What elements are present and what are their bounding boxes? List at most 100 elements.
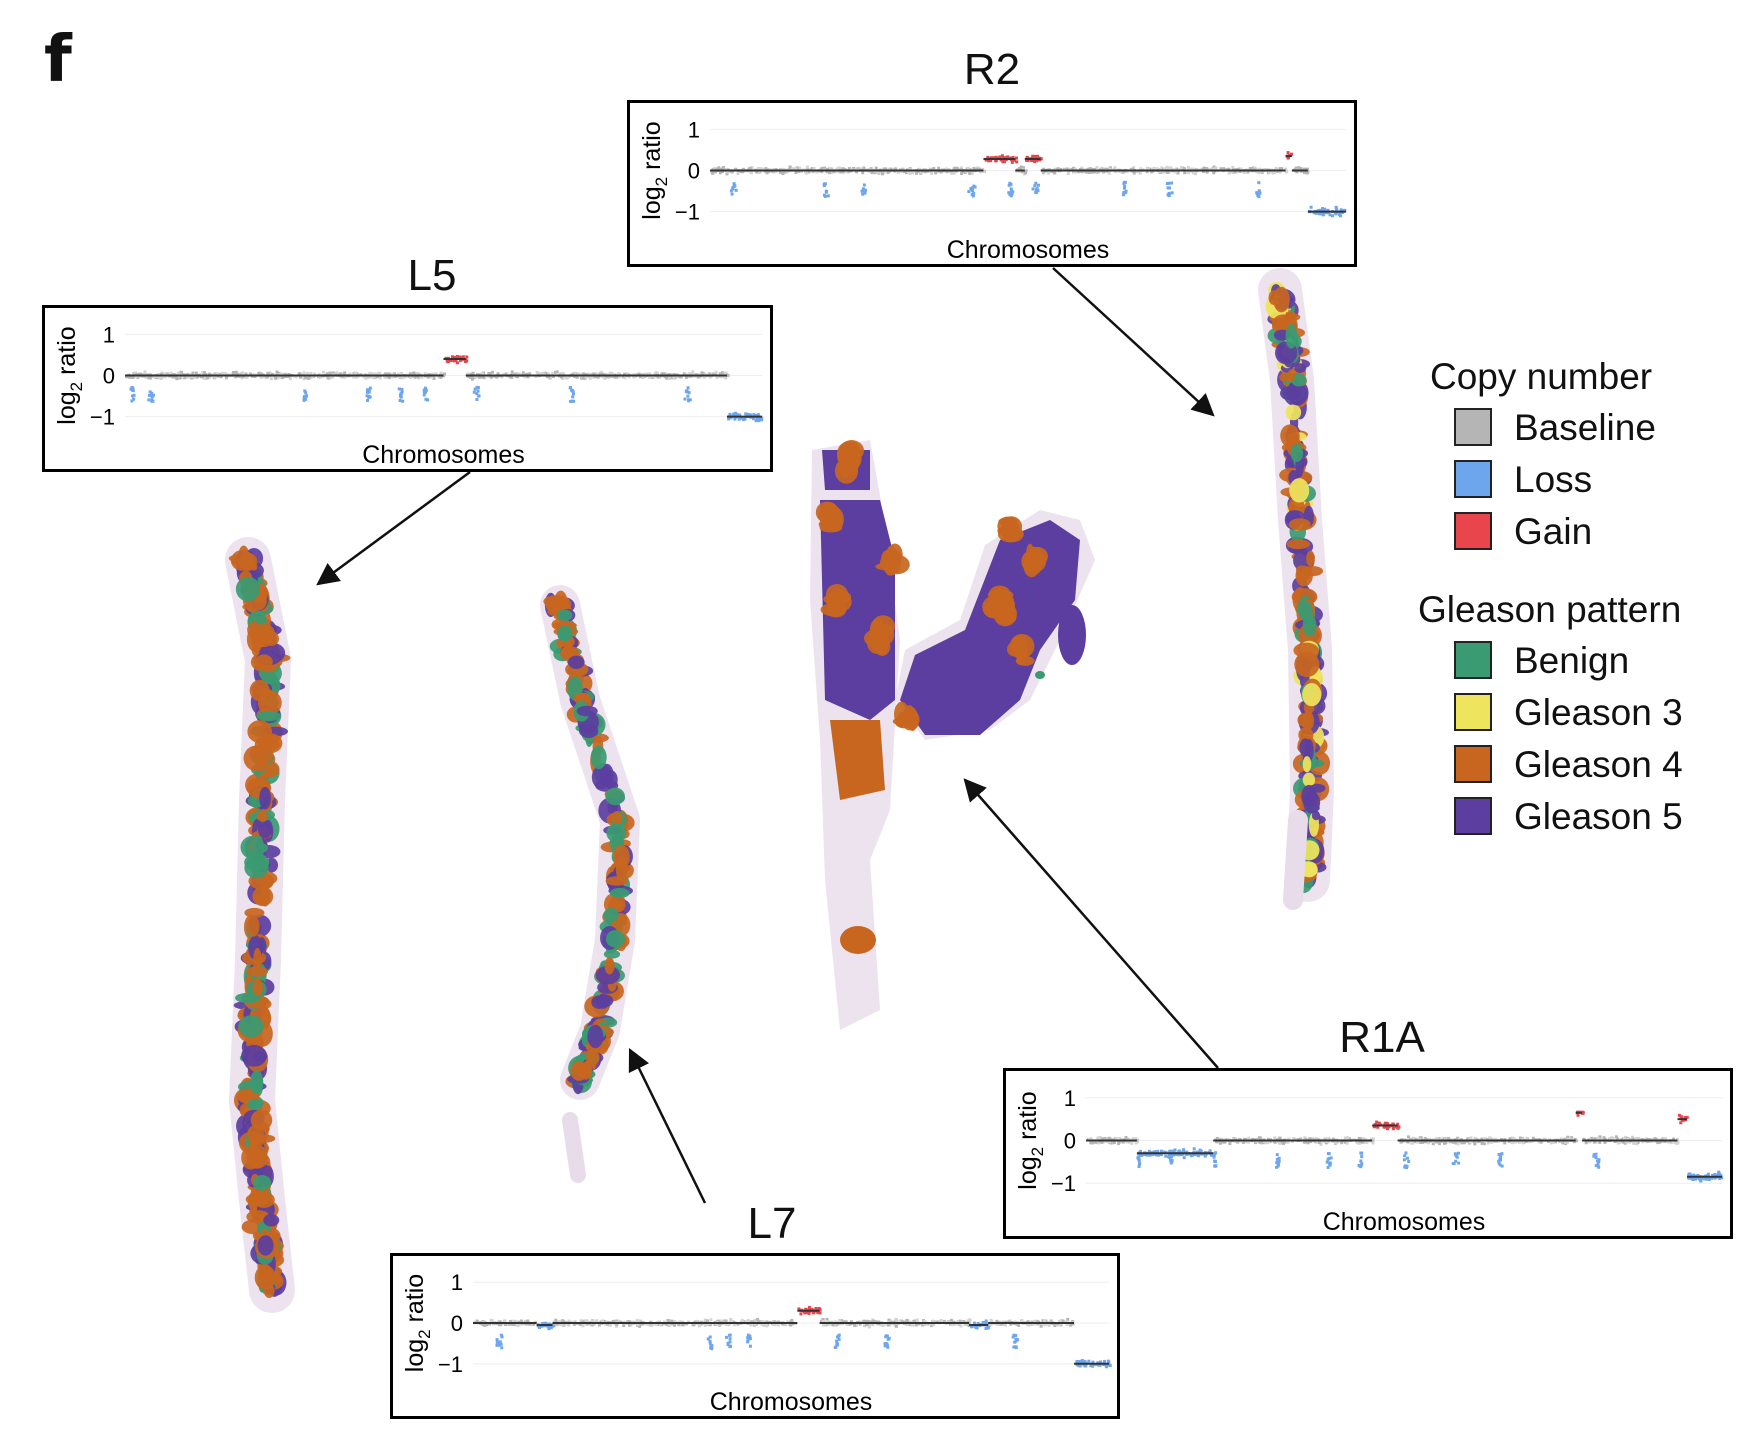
cn-point [1473, 1142, 1477, 1146]
cn-loss-point [1014, 1346, 1018, 1349]
cn-point [950, 170, 954, 174]
cn-point [1164, 1154, 1168, 1158]
cn-point [799, 1312, 803, 1316]
cn-point [261, 375, 265, 379]
tissue-blob [613, 844, 630, 870]
cn-point [1192, 171, 1196, 175]
cn-point [1244, 1140, 1248, 1144]
y-axis-label: log2 ratio [1014, 1091, 1047, 1189]
cn-point [949, 1318, 953, 1322]
cn-loss-point [147, 393, 151, 397]
cn-point [1088, 1137, 1092, 1141]
cn-point [461, 355, 465, 359]
cn-point [1616, 1141, 1620, 1145]
cn-point [401, 375, 405, 379]
cn-point [745, 412, 749, 416]
tissue-blob [871, 625, 885, 639]
cn-point [1256, 170, 1260, 174]
cn-point [736, 172, 740, 176]
cn-point [713, 170, 717, 174]
cn-point [1266, 1137, 1270, 1141]
cn-point [805, 165, 809, 169]
cn-loss-point [728, 1333, 732, 1337]
cn-point [1702, 1177, 1706, 1181]
cn-point [1027, 1323, 1031, 1327]
cn-point [968, 172, 972, 176]
cn-point [1258, 1140, 1262, 1144]
cn-point [1493, 1137, 1497, 1141]
cn-point [248, 372, 252, 376]
cn-point [1582, 1137, 1586, 1141]
cn-point [412, 372, 416, 376]
cn-point [826, 1320, 830, 1324]
cn-point [220, 371, 224, 375]
cn-loss-point [424, 388, 428, 392]
cn-point [970, 170, 974, 174]
cn-point [1391, 1127, 1395, 1131]
cn-point [1003, 1323, 1007, 1327]
cn-point [1080, 1359, 1084, 1363]
cn-loss-point [1122, 180, 1126, 184]
cn-point [572, 1322, 576, 1326]
cn-point [1277, 1141, 1281, 1145]
cn-point [475, 1320, 479, 1324]
cn-point [1036, 156, 1040, 160]
tissue-blob [257, 821, 273, 839]
cn-point [1065, 1323, 1069, 1327]
cn-point [128, 375, 132, 379]
cn-point [1406, 1140, 1410, 1144]
cn-loss-point [746, 1333, 750, 1337]
cn-point [343, 371, 347, 375]
cn-point [390, 372, 394, 376]
cn-point [259, 375, 263, 379]
cn-loss-point [500, 1346, 504, 1350]
cn-point [1145, 170, 1149, 174]
tissue-blob [244, 907, 265, 918]
cn-loss-point [833, 1345, 837, 1349]
cn-loss-point [130, 399, 134, 403]
cn-point [1361, 1140, 1365, 1144]
cn-point [488, 371, 492, 375]
cn-point [1286, 151, 1290, 155]
cn-point [244, 372, 248, 376]
cn-point [1152, 166, 1156, 170]
cn-point [1454, 1141, 1458, 1145]
cn-point [950, 171, 954, 175]
tissue-fragment [1283, 810, 1308, 910]
cn-point [984, 1319, 988, 1323]
cn-point [1618, 1140, 1622, 1144]
cn-point [1082, 1363, 1086, 1367]
cn-loss-point [883, 1344, 887, 1348]
cn-point [794, 167, 798, 171]
tissue-blob [990, 591, 1014, 610]
cn-point [1343, 1140, 1347, 1144]
cn-point [1457, 1137, 1461, 1141]
cn-point [603, 376, 607, 380]
cn-point [1125, 1140, 1129, 1144]
cn-point [1084, 1364, 1088, 1368]
cn-point [734, 411, 738, 415]
tissue-blob [573, 692, 591, 705]
cn-point [1131, 1137, 1135, 1141]
cn-loss-point [837, 1337, 841, 1341]
cn-point [125, 375, 129, 379]
cn-point [1634, 1136, 1638, 1140]
cn-point [753, 1322, 757, 1326]
cn-point [819, 1319, 823, 1323]
cn-point [1032, 156, 1036, 160]
cn-point [280, 376, 284, 380]
cn-loss-point [728, 1340, 732, 1344]
cn-loss-point [1031, 187, 1035, 191]
y-tick-label: −1 [438, 1352, 463, 1377]
cn-point [1339, 214, 1343, 218]
tissue-blob [586, 1049, 600, 1066]
cn-point [1169, 166, 1173, 170]
cn-point [757, 170, 761, 174]
tissue-blob [545, 595, 572, 614]
tissue-region-g5 [1058, 605, 1086, 665]
cn-point [1589, 1136, 1593, 1140]
cn-point [982, 1322, 986, 1326]
cn-point [1096, 1136, 1100, 1140]
cn-point [960, 172, 964, 176]
cn-loss-point [969, 187, 973, 191]
